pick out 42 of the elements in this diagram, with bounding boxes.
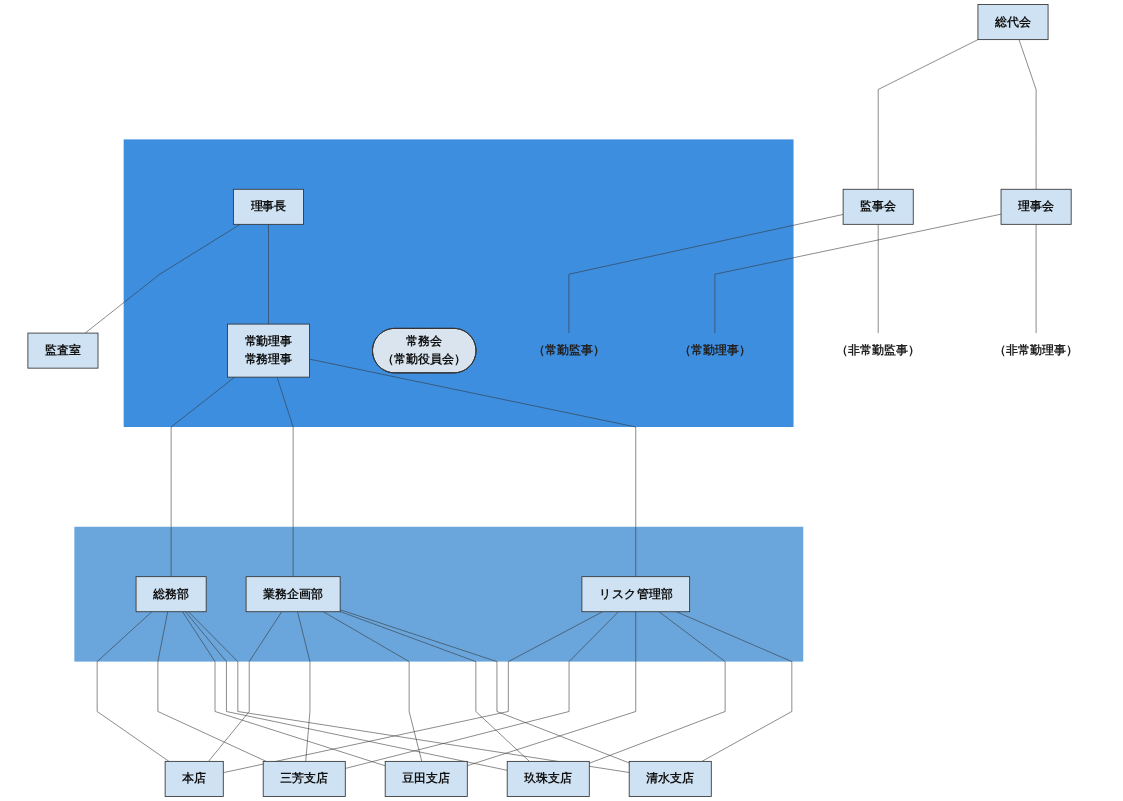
connector [1035, 224, 1037, 334]
node-box: 三芳支店 [262, 760, 346, 797]
connector [170, 376, 235, 577]
connector [1018, 39, 1037, 190]
node-box: 豆田支店 [384, 760, 468, 797]
node-box: 監査室 [27, 332, 99, 369]
connector [589, 611, 726, 764]
connector [208, 611, 282, 762]
connector [297, 611, 311, 762]
connector [568, 214, 844, 334]
connector [877, 224, 879, 334]
connector [714, 213, 1002, 334]
connector [96, 611, 170, 762]
node-box: 常勤理事 常務理事 [227, 323, 310, 378]
connector [268, 224, 269, 325]
node-text: （非常勤監事） [836, 343, 921, 358]
node-text: （常勤理事） [678, 343, 751, 358]
node-box: 総代会 [977, 4, 1049, 41]
cluster [123, 139, 794, 427]
node-box: 本店 [164, 760, 224, 797]
connector [276, 376, 294, 577]
connector [676, 611, 793, 762]
node-box: 監事会 [842, 188, 914, 225]
connector [309, 358, 637, 577]
node-box: 玖珠支店 [506, 760, 590, 797]
connector [84, 224, 241, 334]
connector [185, 611, 508, 771]
node-box: 総務部 [135, 576, 207, 613]
cluster [74, 526, 804, 662]
node-box: 理事会 [1000, 188, 1072, 225]
connector [182, 611, 386, 767]
connector [157, 611, 267, 762]
connector [467, 611, 637, 766]
node-text: （常勤監事） [532, 343, 605, 358]
connector [339, 611, 530, 762]
connector [323, 611, 423, 762]
node-box: 理事長 [233, 188, 304, 225]
node-box: 業務企画部 [245, 576, 341, 613]
node-box: 清水支店 [628, 760, 712, 797]
node-box: リスク管理部 [581, 576, 691, 613]
connector [877, 39, 979, 190]
node-text: （非常勤理事） [994, 343, 1079, 358]
